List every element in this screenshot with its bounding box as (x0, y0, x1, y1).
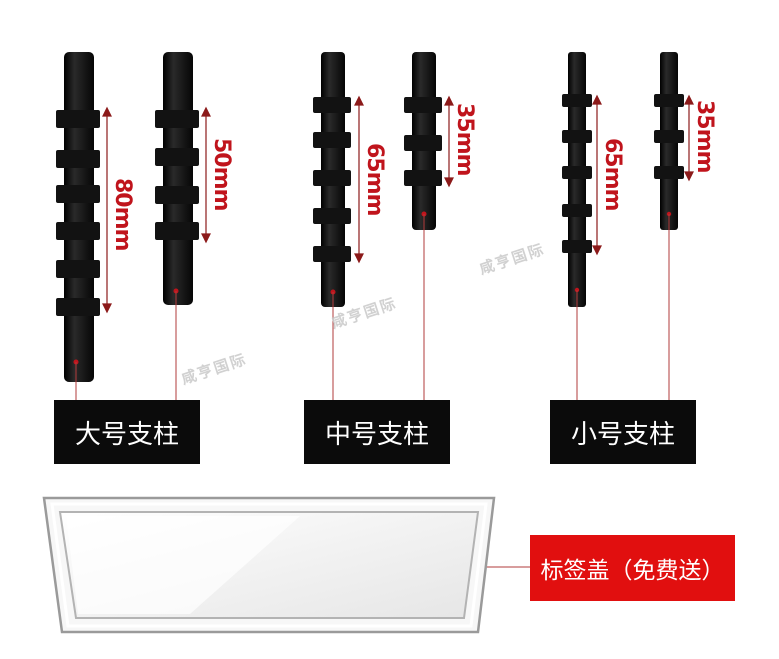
large-pillar-long-dimension: 80mm (110, 178, 135, 251)
large-pillar-short (155, 52, 199, 305)
small-pillar-long-dimension: 65mm (600, 138, 625, 211)
medium-pillar-short (404, 52, 442, 230)
large-pillar-long (56, 52, 100, 382)
large-pillar-label: 大号支柱 (54, 400, 200, 464)
medium-pillar-short-dimension: 35mm (452, 103, 477, 176)
small-pillar-label: 小号支柱 (550, 400, 696, 464)
small-pillar-short-dimension: 35mm (692, 100, 717, 173)
dimension-lines (102, 94, 694, 314)
leader-lines (75, 214, 670, 568)
small-pillar-long (562, 52, 592, 307)
label-cover-illustration (42, 496, 496, 634)
small-pillar-short (654, 52, 684, 230)
label-cover-label: 标签盖（免费送） (530, 535, 735, 601)
medium-pillar-long (313, 52, 351, 307)
medium-pillar-label: 中号支柱 (304, 400, 450, 464)
medium-pillar-long-dimension: 65mm (362, 143, 387, 216)
large-pillar-short-dimension: 50mm (209, 138, 234, 211)
